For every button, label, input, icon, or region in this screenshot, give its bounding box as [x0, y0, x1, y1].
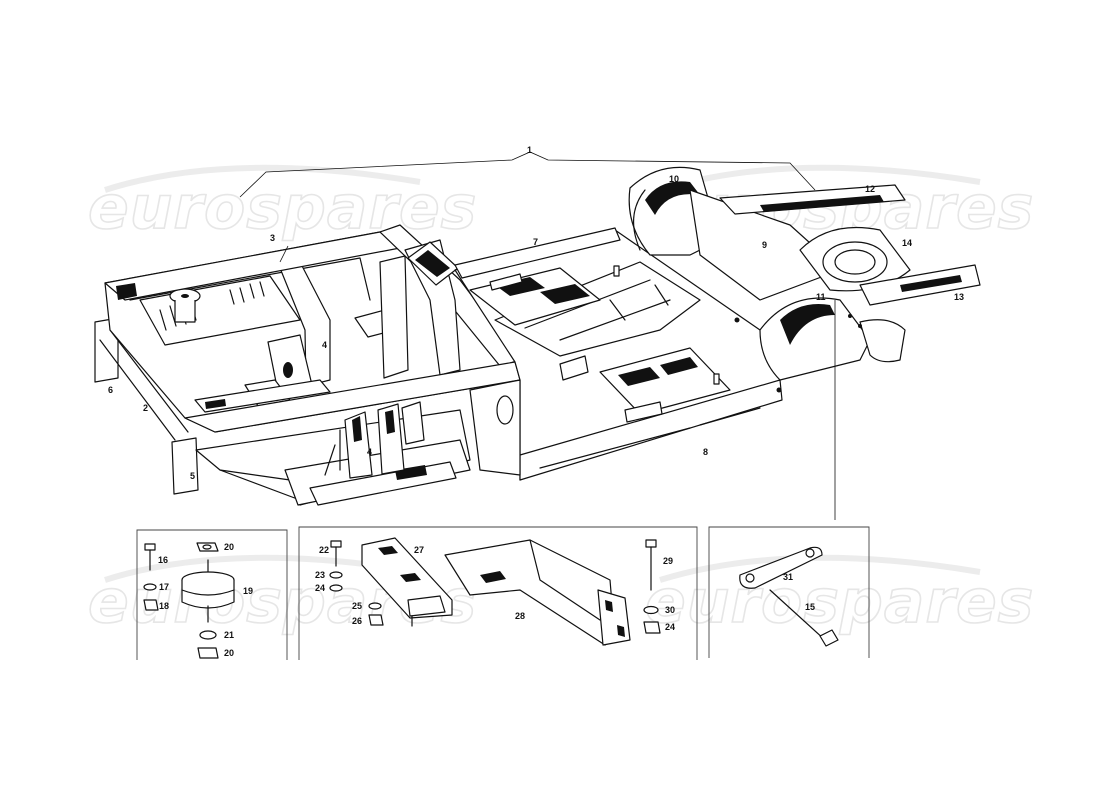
callout-4-upper: 4 [322, 340, 327, 350]
callout-31: 31 [783, 572, 793, 582]
callout-15: 15 [805, 602, 815, 612]
callout-1: 1 [527, 145, 532, 155]
callout-20-bottom: 20 [224, 648, 234, 658]
callout-25: 25 [352, 601, 362, 611]
callout-27: 27 [414, 545, 424, 555]
leader-lines [279, 245, 836, 520]
rear-crossmember [689, 189, 841, 301]
callout-28: 28 [515, 611, 525, 621]
callout-12: 12 [865, 184, 875, 194]
callout-4-lower: 4 [367, 447, 372, 457]
callout-20-top: 20 [224, 542, 234, 552]
callout-29: 29 [663, 556, 673, 566]
watermark-top-left: eurospares [88, 173, 477, 243]
callout-14: 14 [902, 238, 912, 248]
callout-6: 6 [108, 385, 113, 395]
callout-10: 10 [669, 174, 679, 184]
watermark-bottom-right: eurospares [645, 567, 1034, 637]
callout-23: 23 [315, 570, 325, 580]
callout-7: 7 [533, 237, 538, 247]
callout-16: 16 [158, 555, 168, 565]
callout-30: 30 [665, 605, 675, 615]
reinforcement-plate [739, 546, 823, 589]
callout-8: 8 [703, 447, 708, 457]
callout-26: 26 [352, 616, 362, 626]
lower-suspension-arms [324, 401, 425, 479]
parts-box-3 [708, 526, 870, 658]
callout-21: 21 [224, 630, 234, 640]
callout-9: 9 [762, 240, 767, 250]
front-tube-lower [171, 437, 199, 495]
callout-17: 17 [159, 582, 169, 592]
item-1-bracket [239, 151, 816, 198]
callout-13: 13 [954, 292, 964, 302]
callout-24-left: 24 [315, 583, 325, 593]
callout-22: 22 [319, 545, 329, 555]
parts-box-2 [298, 526, 698, 660]
rear-section [628, 166, 981, 381]
chassis-frame [94, 224, 783, 506]
callout-18: 18 [159, 601, 169, 611]
seat-pan-right [599, 347, 731, 415]
callout-11: 11 [816, 292, 826, 302]
left-sill [454, 227, 621, 279]
parts-box-1 [136, 529, 288, 660]
front-pillar [469, 379, 521, 476]
callout-labels: 1 2 3 4 4 5 6 7 8 9 10 11 12 13 14 16 17… [108, 145, 964, 658]
callout-3: 3 [270, 233, 275, 243]
callout-5: 5 [190, 471, 195, 481]
callout-24-right: 24 [665, 622, 675, 632]
callout-2: 2 [143, 403, 148, 413]
callout-19: 19 [243, 586, 253, 596]
